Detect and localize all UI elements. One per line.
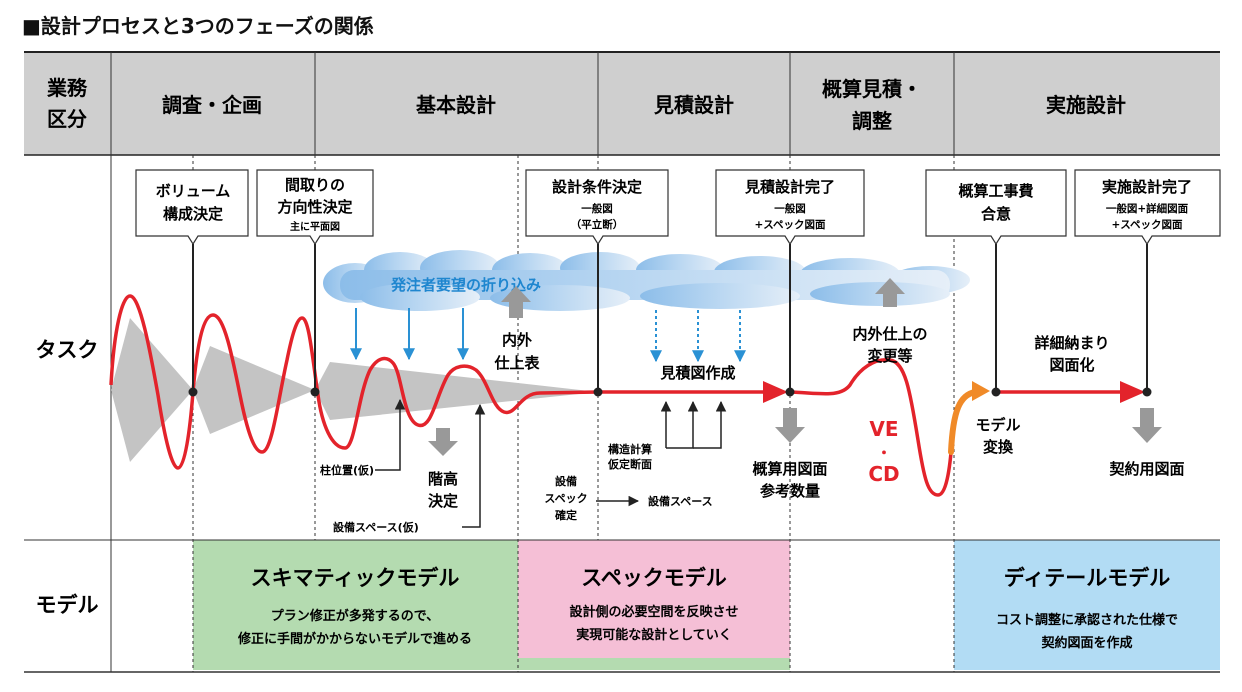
milestone-estimate-complete: 見積設計完了 一般図 +スペック図面 [715,169,865,397]
svg-text:一般図+詳細図面: 一般図+詳細図面 [1106,202,1189,215]
phase-label-detail: 実施設計 [1046,93,1126,117]
page-title: ■設計プロセスと3つのフェーズの関係 [22,14,374,38]
note-ve-dot: ・ [876,444,891,462]
svg-text:実施設計完了: 実施設計完了 [1102,178,1192,196]
note-finish-change: 変更等 [867,347,912,365]
phase-label-adjust: 概算見積・ [822,77,922,101]
svg-text:合意: 合意 [980,205,1011,223]
design-process-wave [109,294,599,470]
model-conversion-arrowhead [972,381,990,401]
note-detail-drawing: 図面化 [1049,356,1094,374]
svg-text:スキマティックモデル: スキマティックモデル [251,566,460,590]
phase-label-estimate: 見積設計 [654,93,734,117]
note-model-conversion: モデル [975,416,1020,434]
note-column-position: 柱位置(仮) [320,463,374,477]
svg-text:構成決定: 構成決定 [163,205,223,223]
note-structural-calc: 構造計算 [608,442,652,456]
note-structural-calc: 仮定断面 [607,457,652,471]
adjust-wave [789,358,954,497]
note-floor-height: 階高 [428,470,458,488]
svg-text:+スペック図面: +スペック図面 [1111,219,1183,231]
svg-text:（平立断）: （平立断） [571,218,624,231]
request-arrows [350,308,469,361]
phase-label-survey: 調査・企画 [162,93,262,117]
note-equipment-spec: 確定 [555,508,577,522]
detail-model: ディテールモデル コスト調整に承認された仕様で 契約図面を作成 [996,566,1178,651]
pointer-arrows [375,398,727,528]
milestone-volume: ボリューム 構成決定 [135,169,249,397]
spec-model: スペックモデル 設計側の必要空間を反映させ 実現可能な設計としていく [569,566,738,643]
svg-text:修正に手間がかからないモデルで進める: 修正に手間がかからないモデルで進める [237,631,472,647]
design-variance-cones [111,318,598,462]
svg-text:+スペック図面: +スペック図面 [754,219,826,231]
detail-flow-arrowhead [1120,381,1145,403]
milestone-detail-complete: 実施設計完了 一般図+詳細図面 +スペック図面 [1074,169,1221,397]
svg-text:ディテールモデル: ディテールモデル [1004,566,1171,590]
svg-text:間取りの: 間取りの [285,176,345,194]
estimate-flow-arrowhead [763,381,788,403]
note-cd: CD [868,462,899,486]
svg-text:概算工事費: 概算工事費 [958,182,1033,200]
svg-text:方向性決定: 方向性決定 [277,198,352,216]
schematic-model: スキマティックモデル プラン修正が多発するので、 修正に手間がかからないモデルで… [237,566,472,647]
note-equipment-space: 設備スペース [648,494,713,508]
svg-text:見積設計完了: 見積設計完了 [744,178,835,196]
svg-text:主に平面図: 主に平面図 [290,220,340,233]
note-equipment-spec: スペック [544,492,587,505]
note-detail-drawing: 詳細納まり [1034,334,1109,352]
note-estimate-drawings: 概算用図面 [752,460,827,478]
svg-text:スペックモデル: スペックモデル [581,566,727,590]
phase-label-adjust: 調整 [852,109,892,133]
milestone-plan-direction: 間取りの 方向性決定 主に平面図 [256,169,374,397]
detail-model-bg [954,540,1220,670]
note-equipment-spec: 設備 [555,474,577,488]
client-request-cloud [323,250,970,311]
milestone-design-condition: 設計条件決定 一般図 （平立断） [525,169,669,397]
svg-text:一般図: 一般図 [774,202,806,215]
milestone-cost-agreement: 概算工事費 合意 [925,169,1067,397]
svg-text:実現可能な設計としていく: 実現可能な設計としていく [576,627,732,643]
model-conversion-curve [948,389,978,455]
category-label: 区分 [47,107,87,131]
request-arrows-dashed [650,310,746,363]
category-label: 業務 [47,76,88,100]
note-model-conversion: 変換 [983,438,1014,456]
schematic-model-bg [193,540,518,670]
note-equipment-space-tentative: 設備スペース(仮) [333,520,419,534]
svg-text:コスト調整に承認された仕様で: コスト調整に承認された仕様で [996,612,1178,628]
note-finish-change: 内外仕上の [852,325,927,343]
spec-model-green-strip [518,658,790,670]
svg-text:一般図: 一般図 [581,202,613,215]
phase-label-basic: 基本設計 [416,93,496,117]
note-estimate-drawing: 見積図作成 [659,364,735,382]
gray-arrows [428,278,1162,456]
note-finish-table: 仕上表 [493,354,540,372]
note-estimate-drawings: 参考数量 [760,482,820,500]
svg-text:契約図面を作成: 契約図面を作成 [1040,635,1132,651]
svg-text:設計条件決定: 設計条件決定 [552,178,642,196]
cloud-text: 発注者要望の折り込み [390,276,541,294]
svg-text:ボリューム: ボリューム [156,182,231,200]
svg-text:プラン修正が多発するので、: プラン修正が多発するので、 [271,608,439,624]
note-contract-drawings: 契約用図面 [1108,460,1184,478]
spec-model-bg [518,540,790,670]
note-finish-table: 内外 [502,331,532,349]
row-label-task: タスク [36,338,99,362]
row-label-model: モデル [36,593,99,617]
note-ve: VE [869,417,898,441]
header-band: 業務 区分 調査・企画 基本設計 見積設計 概算見積・ 調整 実施設計 [24,51,1220,156]
note-floor-height: 決定 [428,492,458,510]
svg-text:設計側の必要空間を反映させ: 設計側の必要空間を反映させ [569,604,738,620]
